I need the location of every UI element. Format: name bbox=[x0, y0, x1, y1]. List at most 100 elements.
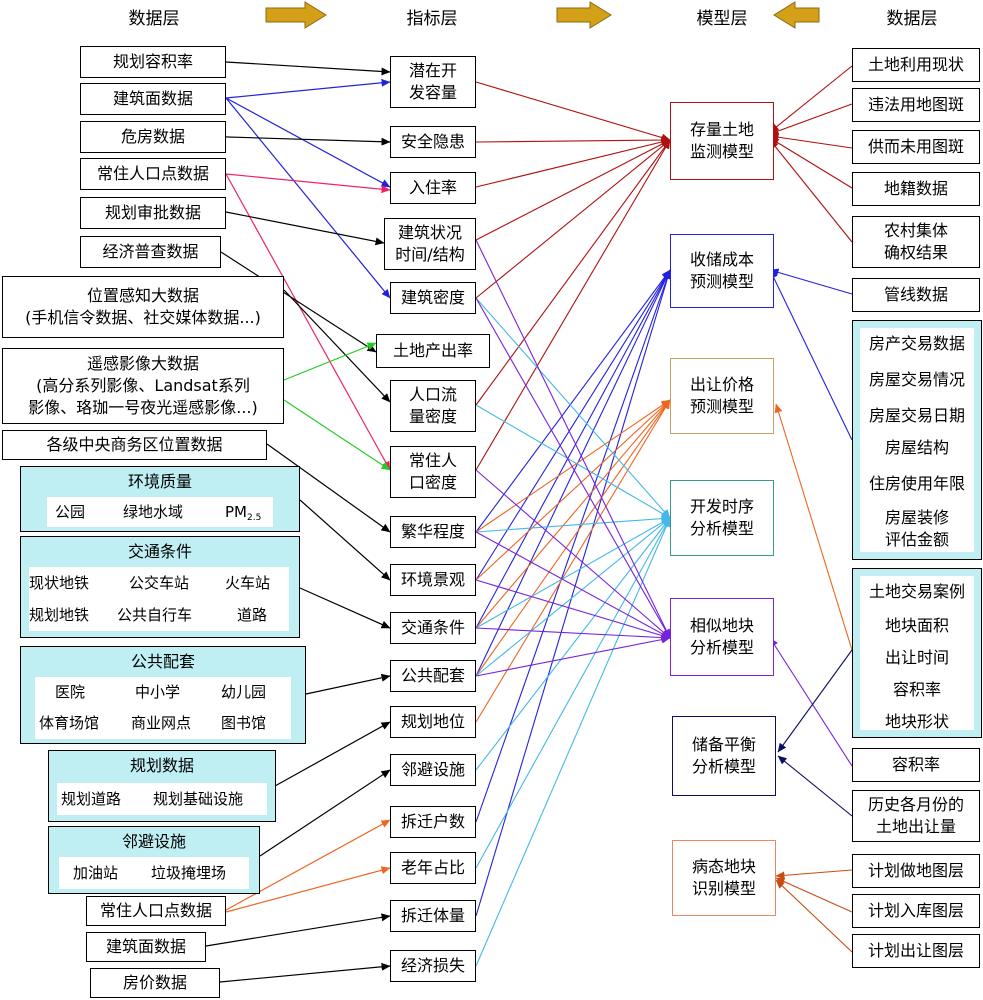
label-line-1: 出让价格 bbox=[689, 375, 754, 394]
label-line-1: 开发时序 bbox=[689, 497, 754, 516]
indicator-elderly-ratio: 老年占比 bbox=[390, 852, 476, 884]
label-line-2: 监测模型 bbox=[689, 142, 754, 161]
label: 计划出让图层 bbox=[867, 941, 964, 960]
indicator-landscape: 环境景观 bbox=[390, 564, 476, 596]
panel-title: 房产交易数据 bbox=[868, 334, 965, 353]
panel-title: 交通条件 bbox=[127, 542, 192, 561]
label: 邻避设施 bbox=[400, 760, 465, 779]
data-cadastral: 地籍数据 bbox=[852, 172, 980, 206]
item-decoration: 房屋装修 bbox=[884, 508, 949, 527]
label-line-2: 土地出让量 bbox=[875, 817, 956, 836]
item-pm25: PM2.5 bbox=[225, 503, 262, 523]
model-transfer-price: 出让价格预测模型 bbox=[670, 358, 774, 434]
header-model: 模型层 bbox=[696, 9, 748, 29]
item-commerce: 商业网点 bbox=[131, 714, 192, 732]
panel-traffic: 交通条件 现状地铁 公交车站 火车站 规划地铁 公共自行车 道路 bbox=[20, 536, 300, 638]
header-indicator: 指标层 bbox=[406, 9, 458, 29]
item-bike: 公共自行车 bbox=[117, 606, 193, 624]
item-metro-planned: 规划地铁 bbox=[29, 606, 90, 624]
label: 安全隐患 bbox=[400, 132, 465, 151]
data-plan-far: 规划容积率 bbox=[80, 46, 226, 78]
data-plan-store: 计划入库图层 bbox=[852, 894, 980, 928]
item-parcel-area: 地块面积 bbox=[884, 616, 949, 635]
panel-title: 公共配套 bbox=[130, 652, 195, 671]
label: 地籍数据 bbox=[883, 179, 948, 198]
data-far: 容积率 bbox=[852, 748, 980, 782]
data-danger-house: 危房数据 bbox=[80, 121, 226, 153]
item-school: 中小学 bbox=[135, 683, 181, 701]
label: 计划入库图层 bbox=[867, 901, 964, 920]
item-far: 容积率 bbox=[892, 680, 941, 699]
indicator-building-status: 建筑状况时间/结构 bbox=[384, 218, 476, 270]
label-line-2: 时间/结构 bbox=[395, 245, 465, 264]
label-line-1: 储备平衡 bbox=[691, 735, 756, 754]
label: 环境景观 bbox=[400, 570, 465, 589]
item-landfill: 垃圾掩埋场 bbox=[151, 864, 227, 882]
indicator-resident-density: 常住人口密度 bbox=[390, 446, 476, 498]
item-park: 公园 bbox=[55, 503, 86, 521]
panel-land-trade: 土地交易案例 地块面积 出让时间 容积率 地块形状 bbox=[852, 568, 982, 738]
label-line-2: 分析模型 bbox=[691, 757, 756, 776]
item-trade-status: 房屋交易情况 bbox=[868, 370, 965, 389]
data-location-big: 位置感知大数据 (手机信令数据、社交媒体数据...) bbox=[2, 276, 284, 338]
label: 繁华程度 bbox=[400, 522, 465, 541]
label-line-2: (手机信令数据、社交媒体数据...) bbox=[25, 308, 261, 327]
data-plan-make: 计划做地图层 bbox=[852, 854, 980, 888]
panel-title: 环境质量 bbox=[127, 472, 192, 491]
data-plan-approval: 规划审批数据 bbox=[80, 197, 226, 229]
label-line-1: 常住人 bbox=[408, 451, 457, 470]
data-land-use: 土地利用现状 bbox=[852, 48, 980, 82]
label-line-1: 病态地块 bbox=[691, 857, 756, 876]
panel-title: 土地交易案例 bbox=[868, 582, 965, 601]
label: 容积率 bbox=[891, 755, 940, 774]
label-line-2: 分析模型 bbox=[689, 638, 754, 657]
label-line-2: 识别模型 bbox=[691, 879, 756, 898]
indicator-econ-loss: 经济损失 bbox=[390, 950, 476, 982]
indicator-flow-density: 人口流量密度 bbox=[390, 380, 476, 432]
item-transfer-time: 出让时间 bbox=[884, 648, 949, 667]
label: 规划审批数据 bbox=[104, 203, 201, 222]
data-resident-points-2: 常住人口点数据 bbox=[86, 896, 226, 926]
model-dev-timing: 开发时序分析模型 bbox=[670, 480, 774, 556]
label: 规划容积率 bbox=[112, 52, 193, 71]
indicator-land-output: 土地产出率 bbox=[376, 334, 490, 368]
item-kindergarten: 幼儿园 bbox=[221, 683, 267, 701]
item-house-age: 住房使用年限 bbox=[868, 474, 965, 493]
label: 各级中央商务区位置数据 bbox=[46, 435, 223, 454]
indicator-nimby: 邻避设施 bbox=[390, 754, 476, 786]
item-metro-existing: 现状地铁 bbox=[29, 574, 90, 592]
label: 经济普查数据 bbox=[102, 242, 199, 261]
label: 建筑密度 bbox=[400, 288, 465, 307]
data-building-area-2: 建筑面数据 bbox=[86, 932, 206, 962]
data-illegal-land: 违法用地图斑 bbox=[852, 88, 980, 122]
label: 危房数据 bbox=[120, 127, 185, 146]
item-valuation: 评估金额 bbox=[884, 530, 949, 549]
label: 管线数据 bbox=[883, 285, 948, 304]
label-line-1: 建筑状况 bbox=[397, 223, 462, 242]
header-data-left: 数据层 bbox=[128, 9, 180, 29]
indicator-occupancy: 入住率 bbox=[390, 172, 476, 204]
label: 老年占比 bbox=[400, 858, 465, 877]
label: 土地利用现状 bbox=[867, 55, 964, 74]
label: 规划地位 bbox=[400, 712, 465, 731]
data-pipeline: 管线数据 bbox=[852, 278, 980, 312]
panel-public-facilities: 公共配套 医院 中小学 幼儿园 体育场馆 商业网点 图书馆 bbox=[20, 646, 306, 744]
indicator-plan-position: 规划地位 bbox=[390, 706, 476, 738]
label-line-3: 影像、珞珈一号夜光遥感影像...) bbox=[28, 398, 258, 417]
data-resident-points: 常住人口点数据 bbox=[80, 158, 226, 190]
label-line-1: 潜在开 bbox=[408, 61, 457, 80]
label-line-2: 发容量 bbox=[408, 83, 457, 102]
item-plan-road: 规划道路 bbox=[61, 790, 122, 808]
item-plan-infra: 规划基础设施 bbox=[153, 790, 244, 808]
data-unused-supply: 供而未用图斑 bbox=[852, 130, 980, 164]
item-house-structure: 房屋结构 bbox=[884, 438, 949, 457]
label: 拆迁户数 bbox=[400, 812, 465, 831]
data-plan-transfer: 计划出让图层 bbox=[852, 934, 980, 968]
data-remote-sensing-big: 遥感影像大数据 (高分系列影像、Landsat系列 影像、珞珈一号夜光遥感影像.… bbox=[2, 348, 284, 424]
label-line-1: 农村集体 bbox=[883, 221, 948, 240]
item-gas-station: 加油站 bbox=[73, 864, 119, 882]
data-cbd-location: 各级中央商务区位置数据 bbox=[2, 430, 267, 460]
label-line-1: 遥感影像大数据 bbox=[86, 354, 199, 373]
model-reserve-cost: 收储成本预测模型 bbox=[670, 234, 774, 308]
